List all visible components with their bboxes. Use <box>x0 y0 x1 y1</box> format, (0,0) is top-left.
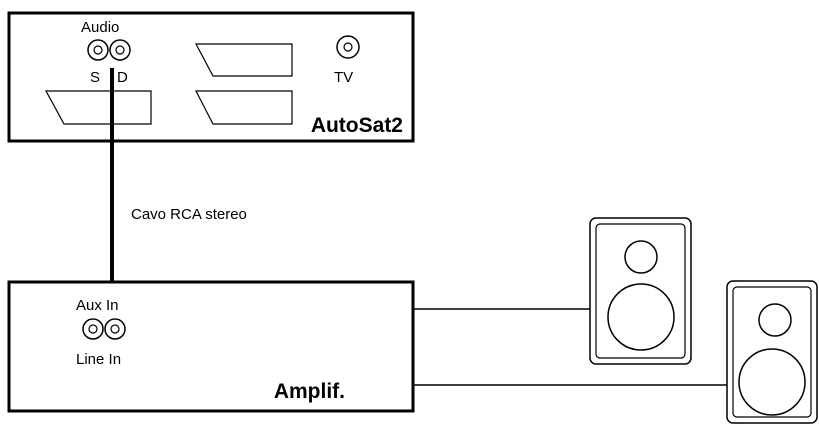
amplifier-name: Amplif. <box>274 380 345 403</box>
tv-label: TV <box>334 69 353 86</box>
audio-left-label: S <box>90 69 100 86</box>
scart-connector-top <box>195 43 293 77</box>
amplifier-unit: Aux In Line In Amplif. <box>7 280 415 413</box>
audio-rca-left-jack <box>87 39 109 61</box>
audio-right-label: D <box>117 69 128 86</box>
aux-in-label: Aux In <box>76 297 119 314</box>
speaker-left-woofer <box>607 283 675 351</box>
aux-rca-right-jack <box>104 318 126 340</box>
speaker-left <box>589 217 692 365</box>
tv-connector <box>336 35 360 59</box>
decoder-name: AutoSat2 <box>311 114 403 137</box>
decoder-unit: Audio S D TV AutoSat2 <box>7 11 415 143</box>
audio-label: Audio <box>81 19 119 36</box>
cable-label: Cavo RCA stereo <box>131 206 247 223</box>
scart-connector-bottom <box>195 90 293 125</box>
speaker-left-tweeter <box>624 240 658 274</box>
speaker-right <box>726 280 818 424</box>
speaker-right-tweeter <box>758 303 792 337</box>
scart-connector-left <box>44 90 152 125</box>
aux-rca-left-jack <box>82 318 104 340</box>
line-in-label: Line In <box>76 351 121 368</box>
audio-rca-right-jack <box>109 39 131 61</box>
speaker-right-woofer <box>738 348 806 416</box>
amplifier-box <box>7 280 415 413</box>
